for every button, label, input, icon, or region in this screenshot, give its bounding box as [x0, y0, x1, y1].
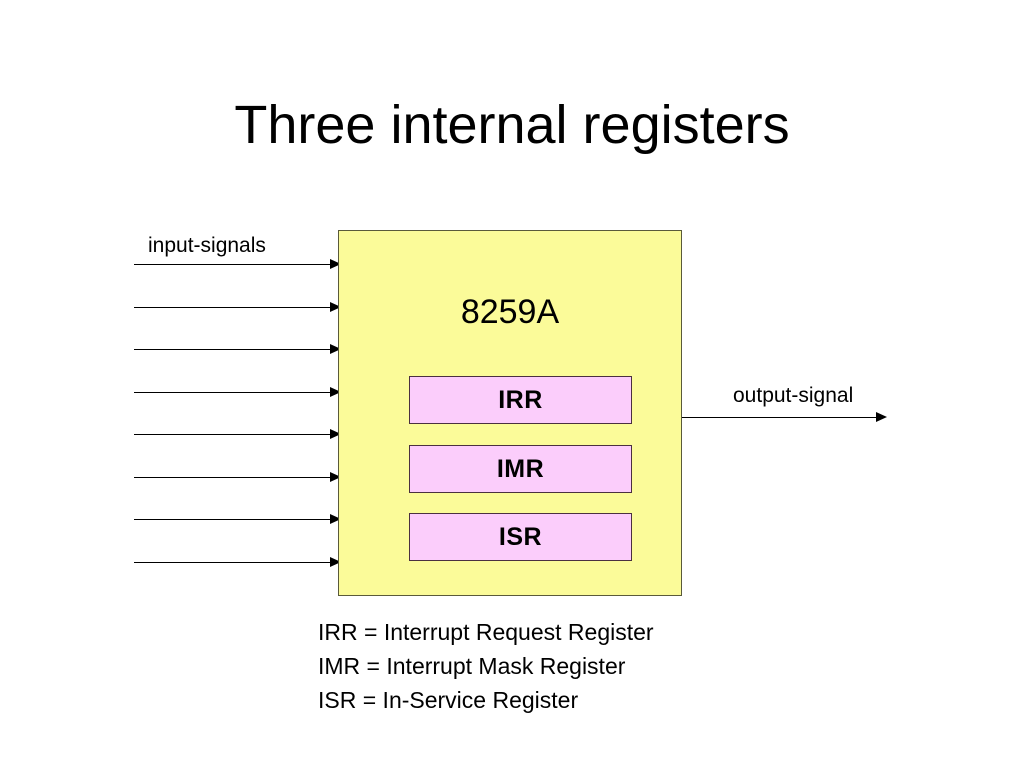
input-signals-label: input-signals — [148, 234, 266, 257]
legend-line-imr: IMR = Interrupt Mask Register — [318, 653, 626, 679]
register-label-irr: IRR — [498, 385, 543, 414]
register-box-irr: IRR — [409, 376, 632, 424]
arrow-head-icon — [330, 258, 341, 269]
legend-line-isr: ISR = In-Service Register — [318, 687, 579, 713]
arrow-shaft — [134, 307, 332, 308]
arrow-head-icon — [330, 513, 341, 524]
register-box-isr: ISR — [409, 513, 632, 561]
arrow-head-icon — [330, 386, 341, 397]
arrow-shaft — [682, 417, 878, 418]
arrow-shaft — [134, 349, 332, 350]
arrow-head-icon — [330, 428, 341, 439]
arrow-head-icon — [876, 411, 887, 422]
page-title: Three internal registers — [234, 95, 790, 156]
arrow-head-icon — [330, 343, 341, 354]
arrow-shaft — [134, 392, 332, 393]
arrow-shaft — [134, 477, 332, 478]
arrow-head-icon — [330, 471, 341, 482]
output-signal-label: output-signal — [733, 384, 854, 407]
register-box-imr: IMR — [409, 445, 632, 493]
legend: IRR = Interrupt Request Register IMR = I… — [318, 615, 654, 717]
legend-line-irr: IRR = Interrupt Request Register — [318, 619, 654, 645]
arrow-shaft — [134, 434, 332, 435]
arrow-shaft — [134, 519, 332, 520]
chip-label: 8259A — [460, 293, 560, 331]
arrow-head-icon — [330, 301, 341, 312]
register-label-imr: IMR — [496, 454, 545, 483]
arrow-shaft — [134, 264, 332, 265]
register-label-isr: ISR — [498, 522, 543, 551]
arrow-head-icon — [330, 556, 341, 567]
arrow-shaft — [134, 562, 332, 563]
